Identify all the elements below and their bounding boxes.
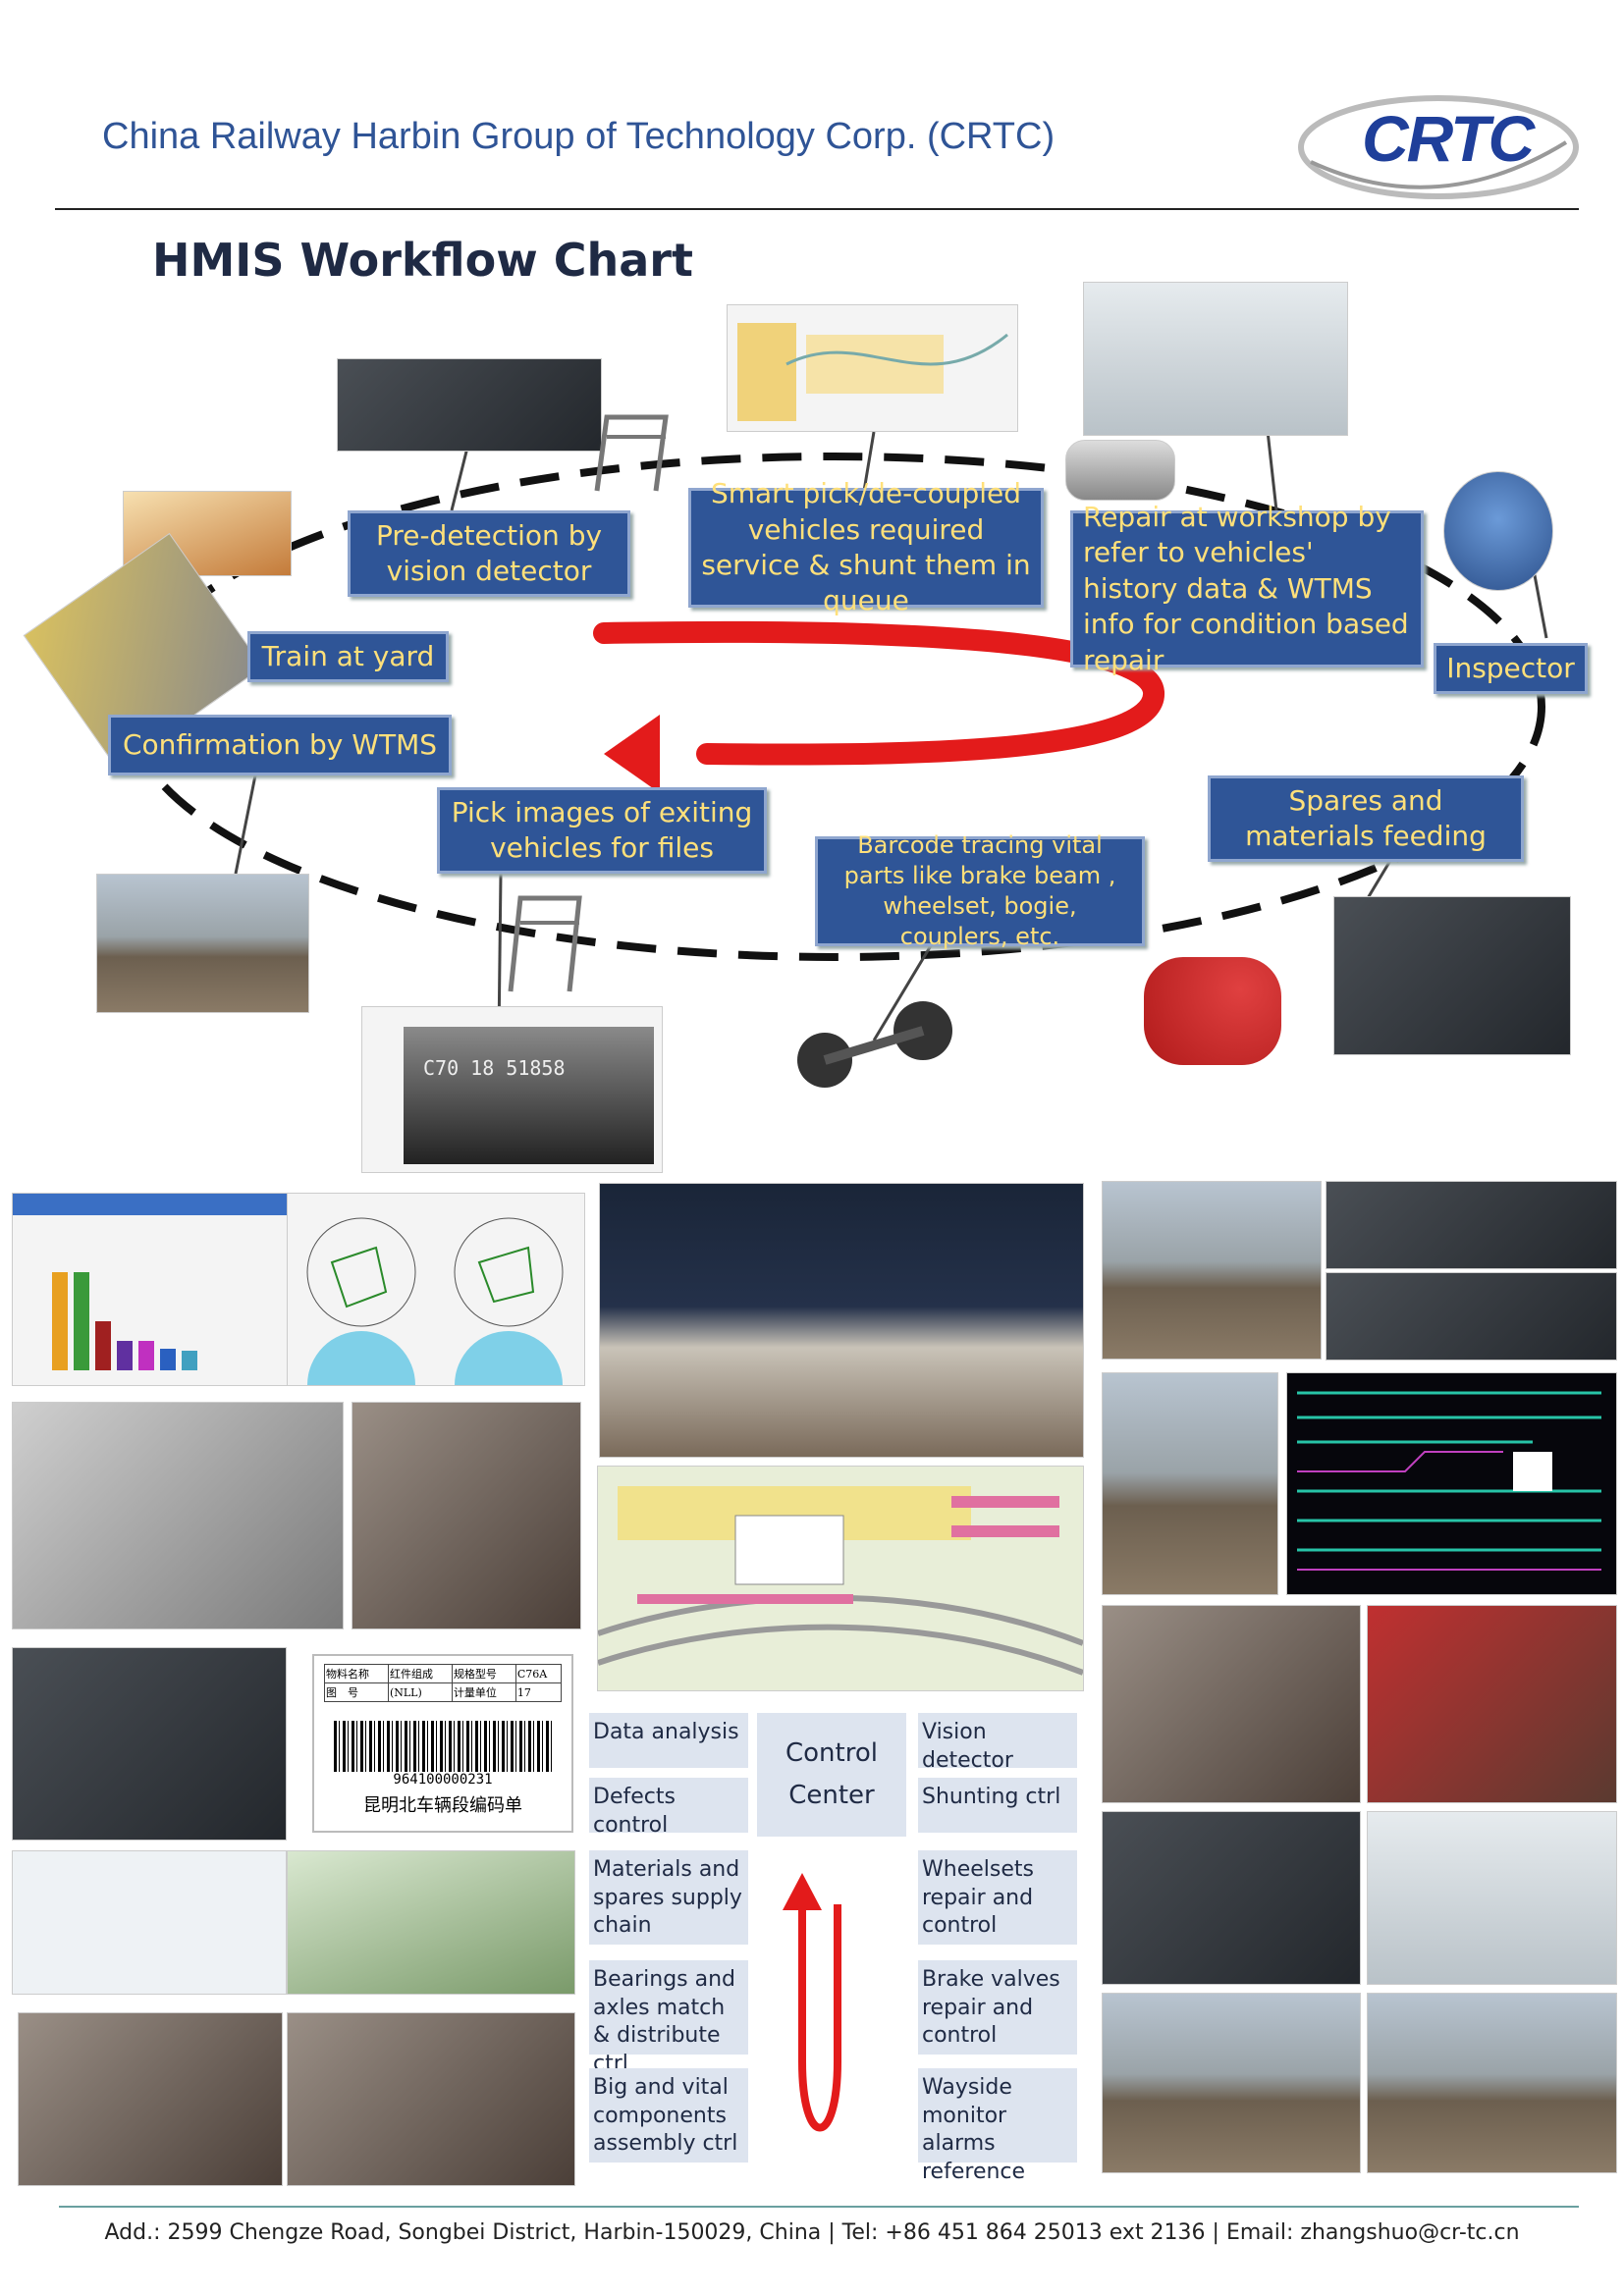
barcode-cell: (NLL) [387, 1682, 453, 1702]
radar-chart-screen [287, 1193, 585, 1386]
workshop-photo [1083, 282, 1348, 436]
wayside-pole-photo [1102, 1372, 1278, 1595]
track-diagram-screen [1286, 1372, 1617, 1595]
control-item: Defects control [589, 1778, 748, 1838]
confirmation-step: Confirmation by WTMS [108, 715, 452, 775]
wayside-monitor-photo-2 [1367, 1993, 1617, 2173]
scanner-operator-icon [1144, 957, 1281, 1065]
wheel-scanning-photo [1102, 1605, 1361, 1803]
inspector-icon [1443, 471, 1553, 591]
red-flow-arrow [593, 620, 1164, 766]
control-center-text: Control Center [785, 1738, 878, 1810]
smart-pick-step: Smart pick/de-coupled vehicles required … [688, 477, 1044, 616]
barcode-cell: 图 号 [324, 1682, 389, 1702]
control-item: Bearings and axles match & distribute ct… [589, 1960, 748, 2076]
barcode-cell: C76A [514, 1664, 563, 1683]
screen-plate-text: C70 18 51858 [423, 1056, 566, 1080]
brake-valve-photo [1102, 1811, 1361, 1985]
worker-scanning-photo [12, 1647, 287, 1841]
control-center-label: Control Center [757, 1713, 906, 1837]
repair-line-photo [1367, 1811, 1617, 1985]
shunting-screen-image [727, 304, 1018, 432]
conveyor-diagram [12, 1850, 287, 1995]
barcode-cell: 17 [514, 1682, 563, 1702]
pre-detection-step: Pre-detection by vision detector [348, 510, 630, 597]
barcode-bars-icon [334, 1721, 552, 1772]
wayside-photo [96, 874, 309, 1013]
barcode-cell: 计量单位 [451, 1682, 516, 1702]
header-divider [55, 208, 1579, 210]
wayside-monitor-photo-1 [1102, 1993, 1361, 2173]
control-item: Wayside monitor alarms reference [918, 2068, 1077, 2184]
crtc-logo: CRTC [1291, 83, 1586, 211]
control-item: Materials and spares supply chain [589, 1850, 748, 1945]
gantry-icon-bottom [496, 888, 594, 996]
wagon-image-2 [1326, 1272, 1617, 1361]
pick-images-step: Pick images of exiting vehicles for file… [437, 787, 767, 874]
control-item: Brake valves repair and control [918, 1960, 1077, 2055]
train-at-yard-step: Train at yard [247, 631, 449, 682]
barcode-cell: 规格型号 [451, 1664, 516, 1683]
repair-step: Repair at workshop by refer to vehicles'… [1070, 501, 1424, 676]
handheld-terminal-photo-1 [12, 1402, 344, 1629]
logo-text: CRTC [1362, 102, 1535, 175]
yard-map-screen [597, 1466, 1084, 1691]
control-center-photo [599, 1183, 1084, 1458]
handheld-terminal-photo-2 [352, 1402, 581, 1629]
analysis-bar-chart-screen [12, 1193, 289, 1386]
workshop-layout-3d [287, 1850, 575, 1995]
image-capture-screen: C70 18 51858 [361, 1006, 663, 1173]
barcode-number: 964100000231 [393, 1772, 493, 1788]
control-item: Big and vital components assembly ctrl [589, 2068, 748, 2163]
wheelset-icon [795, 987, 952, 1114]
control-item: Wheelsets repair and control [918, 1850, 1077, 1945]
barcode-caption: 昆明北车辆段编码单 [363, 1795, 522, 1816]
spares-worker-photo [1333, 896, 1571, 1055]
gantry-icon-top [587, 407, 676, 496]
inspector-step: Inspector [1434, 643, 1588, 694]
control-item: Data analysis [589, 1713, 748, 1768]
control-item: Vision detector [918, 1713, 1077, 1773]
red-loop-arrow [783, 1873, 841, 2132]
red-arrow-head [604, 715, 660, 793]
barcode-cell: 物料名称 [324, 1664, 389, 1683]
brake-beam-photo [287, 2012, 575, 2186]
bogie-photo [18, 2012, 283, 2186]
wagon-photo [337, 358, 602, 452]
control-item: Shunting ctrl [918, 1778, 1077, 1833]
wagon-image-1 [1326, 1181, 1617, 1269]
barcode-step: Barcode tracing vital parts like brake b… [815, 831, 1145, 950]
barcode-cell: 红件组成 [387, 1664, 453, 1683]
tank-wagon-icon [1065, 440, 1175, 501]
barcode-label: 物料名称 红件组成 规格型号 C76A 图 号 (NLL) 计量单位 17 96… [312, 1654, 573, 1833]
footer-divider [59, 2206, 1579, 2208]
company-name: China Railway Harbin Group of Technology… [102, 116, 1056, 157]
page-title: HMIS Workflow Chart [152, 234, 693, 287]
logo-swoosh-icon [1298, 95, 1579, 199]
spares-step: Spares and materials feeding [1208, 775, 1524, 862]
axle-scanning-photo [1367, 1605, 1617, 1803]
footer-contact: Add.: 2599 Chengze Road, Songbei Distric… [104, 2220, 1520, 2245]
gantry-detector-photo [1102, 1181, 1322, 1360]
